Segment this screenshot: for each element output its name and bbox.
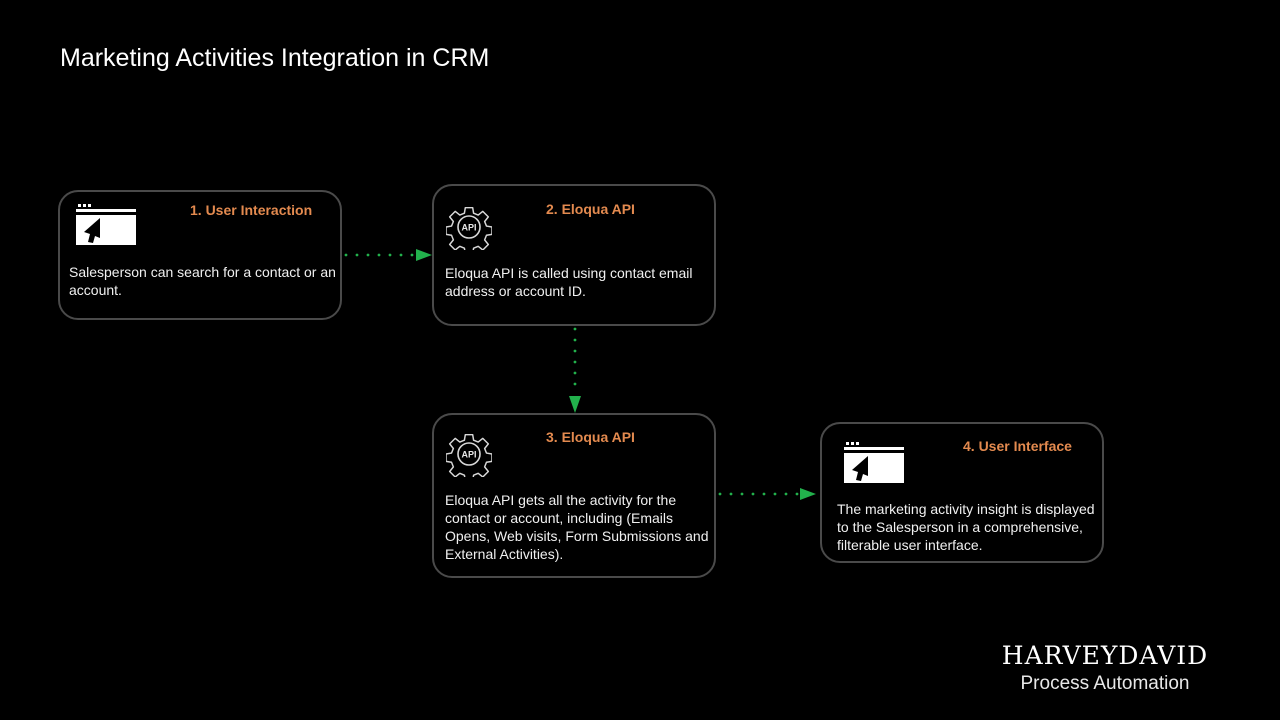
api-icon-label: API [461,223,476,233]
step-description: Eloqua API gets all the activity for the… [445,492,709,562]
browser-cursor-icon [844,442,904,483]
step-heading: 3. Eloqua API [546,429,635,445]
step-box-eloqua-api-activity: API 3. Eloqua API Eloqua API gets all th… [432,413,716,578]
arrowhead-icon [800,488,816,500]
brand-logo: HARVEYDAVID Process Automation [990,642,1220,697]
step-box-eloqua-api-call: API 2. Eloqua API Eloqua API is called u… [432,184,716,326]
api-icon-label: API [461,450,476,460]
connector-arrow-3-to-4 [718,488,816,500]
step-description: The marketing activity insight is displa… [837,501,1095,553]
api-gear-icon: API [446,433,492,477]
step-heading: 2. Eloqua API [546,201,635,217]
step-box-user-interaction: 1. User Interaction Salesperson can sear… [58,190,342,320]
step-heading: 4. User Interface [963,438,1072,454]
brand-tagline: Process Automation [1020,673,1190,694]
browser-cursor-icon [76,204,136,245]
step-heading: 1. User Interaction [190,202,313,218]
arrowhead-icon [416,249,432,261]
step-description: Salesperson can search for a contact or … [69,264,336,298]
connector-arrow-2-to-3 [569,327,581,413]
connector-arrow-1-to-2 [344,249,432,261]
step-box-user-interface: 4. User Interface The marketing activity… [820,422,1104,563]
arrowhead-icon [569,396,581,413]
api-gear-icon: API [446,206,492,250]
diagram-title: Marketing Activities Integration in CRM [60,44,490,72]
brand-name: HARVEYDAVID [1001,641,1209,670]
step-description: Eloqua API is called using contact email… [445,265,693,299]
